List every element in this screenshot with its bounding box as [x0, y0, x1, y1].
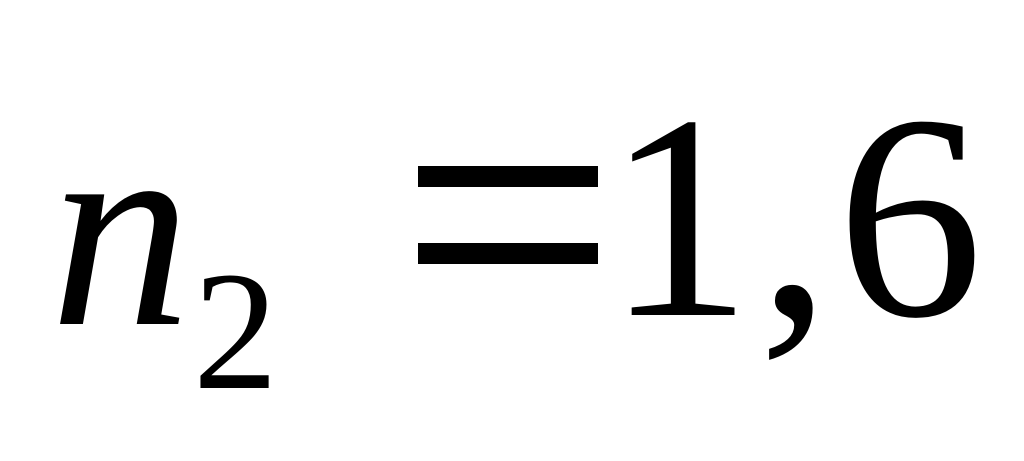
- equals-sign: [418, 166, 598, 264]
- equals-bar-bottom: [418, 243, 598, 264]
- equals-bar-top: [418, 166, 598, 187]
- variable-subscript: 2: [193, 237, 278, 425]
- variable-symbol: n: [50, 73, 191, 385]
- numeric-value: 1,6: [606, 56, 989, 379]
